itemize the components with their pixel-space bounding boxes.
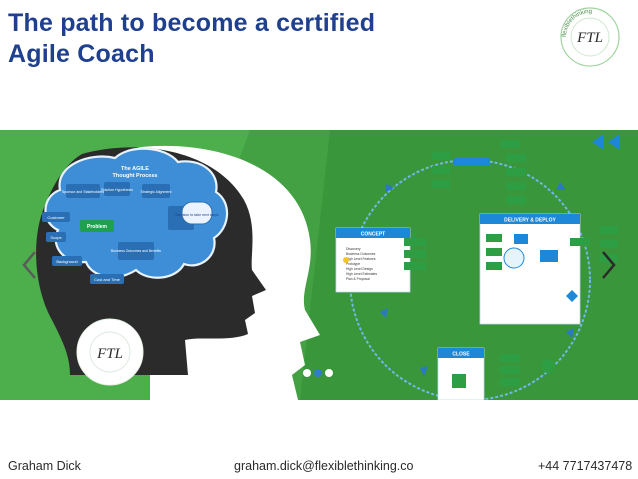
title-line-2: Agile Coach <box>8 40 155 68</box>
concept-item-3: High Level Features <box>346 257 376 261</box>
image-carousel[interactable]: The AGILE Thought Process Sponsor and St… <box>0 130 638 400</box>
carousel-dot-2[interactable] <box>314 369 322 377</box>
decision-box: Decision to take next steps <box>176 213 219 217</box>
carousel-dot-3[interactable] <box>325 369 333 377</box>
logo-text: FTL <box>576 30 603 46</box>
concept-label: CONCEPT <box>361 232 385 238</box>
node-sponsor: Sponsor and Stakeholders <box>62 190 105 194</box>
title-line-1: The path to become a certified <box>8 9 376 37</box>
brain-title-1: The AGILE <box>121 166 149 172</box>
footer-email[interactable]: graham.dick@flexiblethinking.co <box>234 459 414 473</box>
node-problem: Problem <box>87 224 108 230</box>
delivery-label: DELIVERY & DEPLOY <box>504 218 556 224</box>
concept-item-2: Business Outcomes <box>346 252 376 256</box>
concept-item-1: Discovery <box>346 247 361 251</box>
concept-item-4: Prototype <box>346 262 360 266</box>
agile-slide-image: The AGILE Thought Process Sponsor and St… <box>0 130 638 400</box>
node-cost: Cost and Time <box>94 277 121 282</box>
node-strategic: Strategic Alignment <box>141 190 172 194</box>
node-solution: Solution Hypothesis <box>101 188 133 192</box>
chevron-left-icon[interactable] <box>18 248 42 282</box>
node-scope: Scope <box>50 235 62 240</box>
footer-phone[interactable]: +44 7717437478 <box>538 459 633 473</box>
concept-item-6: High Level Estimates <box>346 272 377 276</box>
ftl-logo: flexiblethinking FTL <box>560 7 620 67</box>
carousel-dot-1[interactable] <box>303 369 311 377</box>
brain-title-2: Thought Process <box>113 173 158 179</box>
node-customer: Customer <box>47 215 65 220</box>
close-label: CLOSE <box>452 352 470 358</box>
node-outcomes: Business Outcomes and Benefits <box>111 249 161 253</box>
concept-item-5: High Level Design <box>346 267 373 271</box>
watermark-logo-text: FTL <box>96 346 123 362</box>
node-background: Background <box>56 259 77 264</box>
concept-item-7: Plan & Proposal <box>346 277 370 281</box>
chevron-right-icon[interactable] <box>596 248 620 282</box>
page-title: The path to become a certified Agile Coa… <box>8 8 528 70</box>
carousel-dots[interactable] <box>300 367 340 379</box>
footer-name: Graham Dick <box>8 459 81 473</box>
